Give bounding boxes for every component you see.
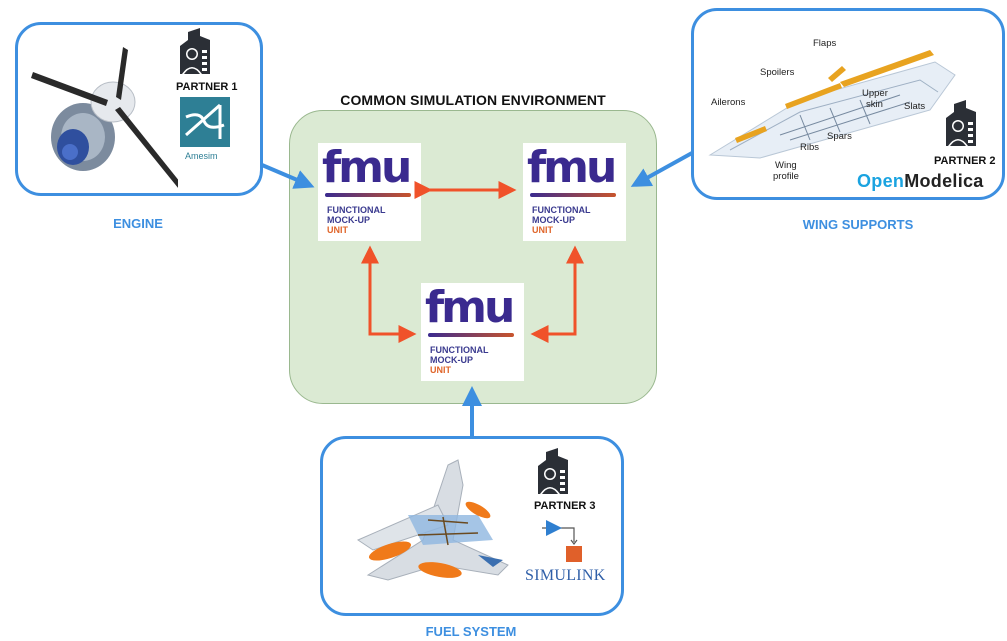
label-spoilers: Spoilers <box>760 67 795 78</box>
label-ribs: Ribs <box>800 142 820 153</box>
arrow-engine-fuel <box>368 253 417 343</box>
label-wing: Wing <box>775 160 797 171</box>
propeller-engine <box>31 47 178 188</box>
label-upper: Upper <box>862 88 888 99</box>
amesim-label: Amesim <box>185 151 218 161</box>
wing-structure <box>708 50 956 159</box>
label-spars: Spars <box>827 131 852 142</box>
label-slats: Slats <box>904 101 926 112</box>
fmu-engine: fmu FUNCTIONAL MOCK-UP UNIT <box>318 143 421 241</box>
label-ailerons: Ailerons <box>711 97 746 108</box>
fmu-logo: fmu <box>527 142 617 193</box>
building-icon <box>946 100 976 146</box>
wing-partner-label: PARTNER 2 <box>934 155 996 167</box>
engine-label: ENGINE <box>113 216 163 231</box>
building-icon <box>180 28 210 74</box>
environment-title: COMMON SIMULATION ENVIRONMENT <box>340 92 606 108</box>
arrow-wing-partner <box>630 151 693 187</box>
label-skin: skin <box>866 99 883 110</box>
wing-label: WING SUPPORTS <box>802 217 914 232</box>
engine-partner-label: PARTNER 1 <box>176 81 238 93</box>
fmu-logo: fmu <box>425 282 515 333</box>
fmu-wing: fmu FUNCTIONAL MOCK-UP UNIT <box>523 143 626 241</box>
label-flaps: Flaps <box>813 38 837 49</box>
label-profile: profile <box>773 171 799 182</box>
arrow-engine-partner <box>261 163 315 189</box>
fuel-partner-label: PARTNER 3 <box>534 500 596 512</box>
building-icon <box>538 448 568 494</box>
fighter-jet <box>356 459 509 581</box>
amesim-icon <box>180 97 230 147</box>
openmodelica-logo: OpenModelica <box>857 171 984 191</box>
simulink-icon <box>542 520 582 562</box>
fuel-label: FUEL SYSTEM <box>425 624 517 639</box>
simulink-logo: SIMULINK <box>525 567 606 584</box>
fmu-fuel: fmu FUNCTIONAL MOCK-UP UNIT <box>421 283 524 381</box>
fmu-logo: fmu <box>322 142 412 193</box>
arrow-wing-fuel <box>530 253 577 343</box>
